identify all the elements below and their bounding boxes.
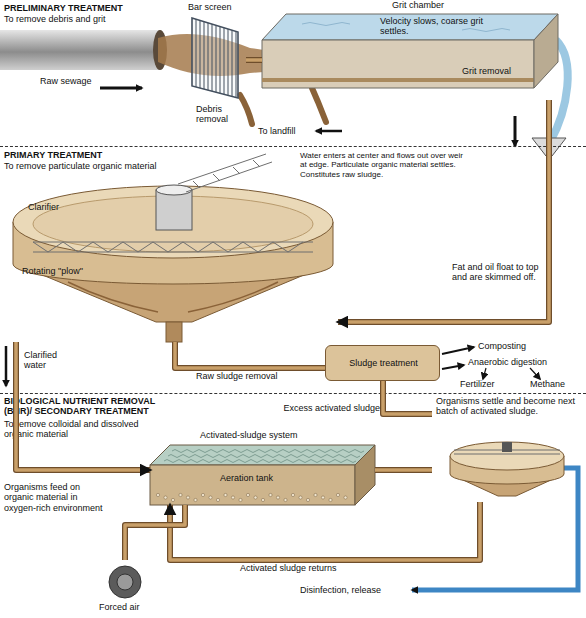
edge-label: Activated sludge returns <box>240 563 390 573</box>
process-arrow <box>442 365 464 369</box>
section-heading: PRIMARY TREATMENT <box>4 150 224 160</box>
pipe-core <box>125 505 185 560</box>
node-text: Bar screen <box>188 2 248 12</box>
air-blower: Forced air <box>95 560 165 616</box>
node-text: Organisms settle and become next batch o… <box>436 396 578 417</box>
annotation: Water enters at center and flows out ove… <box>300 151 468 179</box>
node-text: Velocity slows, coarse grit settles. <box>380 16 484 37</box>
pipe-connector <box>175 342 325 368</box>
annotation: Raw sewage <box>40 76 100 86</box>
arrow-head <box>170 502 480 560</box>
flow-arrow <box>514 116 517 146</box>
annotation: To landfill <box>258 126 314 136</box>
aeration-tank: Aeration tank <box>150 445 375 505</box>
process-arrow <box>530 368 540 379</box>
pipe-connector <box>383 381 432 414</box>
funnel <box>532 138 566 156</box>
pipe-wall <box>383 381 432 414</box>
annotation: Methane <box>530 379 580 389</box>
process-arrow <box>442 347 474 354</box>
sewer-pipe <box>0 30 160 70</box>
pipe-core <box>170 502 480 560</box>
node-text: Sludge treatment <box>326 358 441 368</box>
clarifier-art <box>8 172 338 342</box>
pipe-wall <box>246 57 262 63</box>
grit-chamber: Grit chamberVelocity slows, coarse grit … <box>262 0 578 100</box>
grit-chamber-art <box>262 0 578 100</box>
flow-arrow <box>5 346 8 386</box>
treatment-band: PRELIMINARY TREATMENTTo remove debris an… <box>0 0 586 147</box>
annotation: Rotating "plow" <box>22 266 92 276</box>
landfill-arrow <box>316 130 342 133</box>
edge-label: Excess activated sludge <box>262 403 380 413</box>
pipe-wall <box>170 502 480 560</box>
bar-screen: Bar screen <box>184 2 246 100</box>
annotation: Activated-sludge system <box>200 430 330 440</box>
pipe-connector <box>246 60 262 61</box>
pipe-core <box>338 100 549 322</box>
section-heading: BIOLOGICAL NUTRIENT REMOVAL (BNR)/ SECON… <box>4 396 182 417</box>
pipe-core <box>375 468 432 472</box>
annotation: Anaerobic digestion <box>468 357 568 367</box>
edge-label: Clarified water <box>24 350 76 371</box>
pipe-connector <box>170 502 480 560</box>
debris-fall <box>240 95 252 124</box>
release-pipe <box>412 468 578 590</box>
node-text: Forced air <box>99 602 163 612</box>
pipe-connector <box>125 505 185 560</box>
edge-label: Raw sludge removal <box>196 371 316 381</box>
annotation: Debris removal <box>196 104 240 125</box>
grit-chute <box>312 88 326 122</box>
pipe-core <box>383 381 432 414</box>
pipe-connector <box>375 470 432 471</box>
section-subtitle: To remove debris and grit <box>4 14 224 24</box>
pipe-core <box>246 58 262 62</box>
pipe-wall <box>375 467 432 473</box>
flow-arrow <box>100 87 142 90</box>
bar-screen-art <box>184 2 246 100</box>
node-text: Grit chamber <box>392 0 472 10</box>
annotation: Composting <box>478 341 548 351</box>
sludge-treatment-box: Sludge treatment <box>325 345 440 381</box>
annotation: Organisms feed on organic material in ox… <box>4 482 104 513</box>
annotation: Disinfection, release <box>300 585 410 595</box>
pipe-wall <box>125 505 185 560</box>
process-arrow <box>483 368 486 379</box>
pipe-wall <box>338 100 549 322</box>
secondary-clarifier: Organisms settle and become next batch o… <box>432 392 582 502</box>
arrow-head <box>338 100 549 322</box>
node-text: Aeration tank <box>220 473 320 483</box>
pipe-wall <box>175 342 325 368</box>
pipe-core <box>175 342 325 368</box>
annotation: Fertilizer <box>460 379 510 389</box>
pipe-connector <box>338 100 549 322</box>
clarifier: Clarifier <box>8 172 338 342</box>
annotation: Fat and oil float to top and are skimmed… <box>452 262 540 283</box>
section-subtitle: To remove particulate organic material <box>4 161 234 171</box>
node-text: Clarifier <box>28 202 88 212</box>
node-text: Grit removal <box>462 66 532 76</box>
section-subtitle: To remove colloidal and dissolved organi… <box>4 419 164 440</box>
